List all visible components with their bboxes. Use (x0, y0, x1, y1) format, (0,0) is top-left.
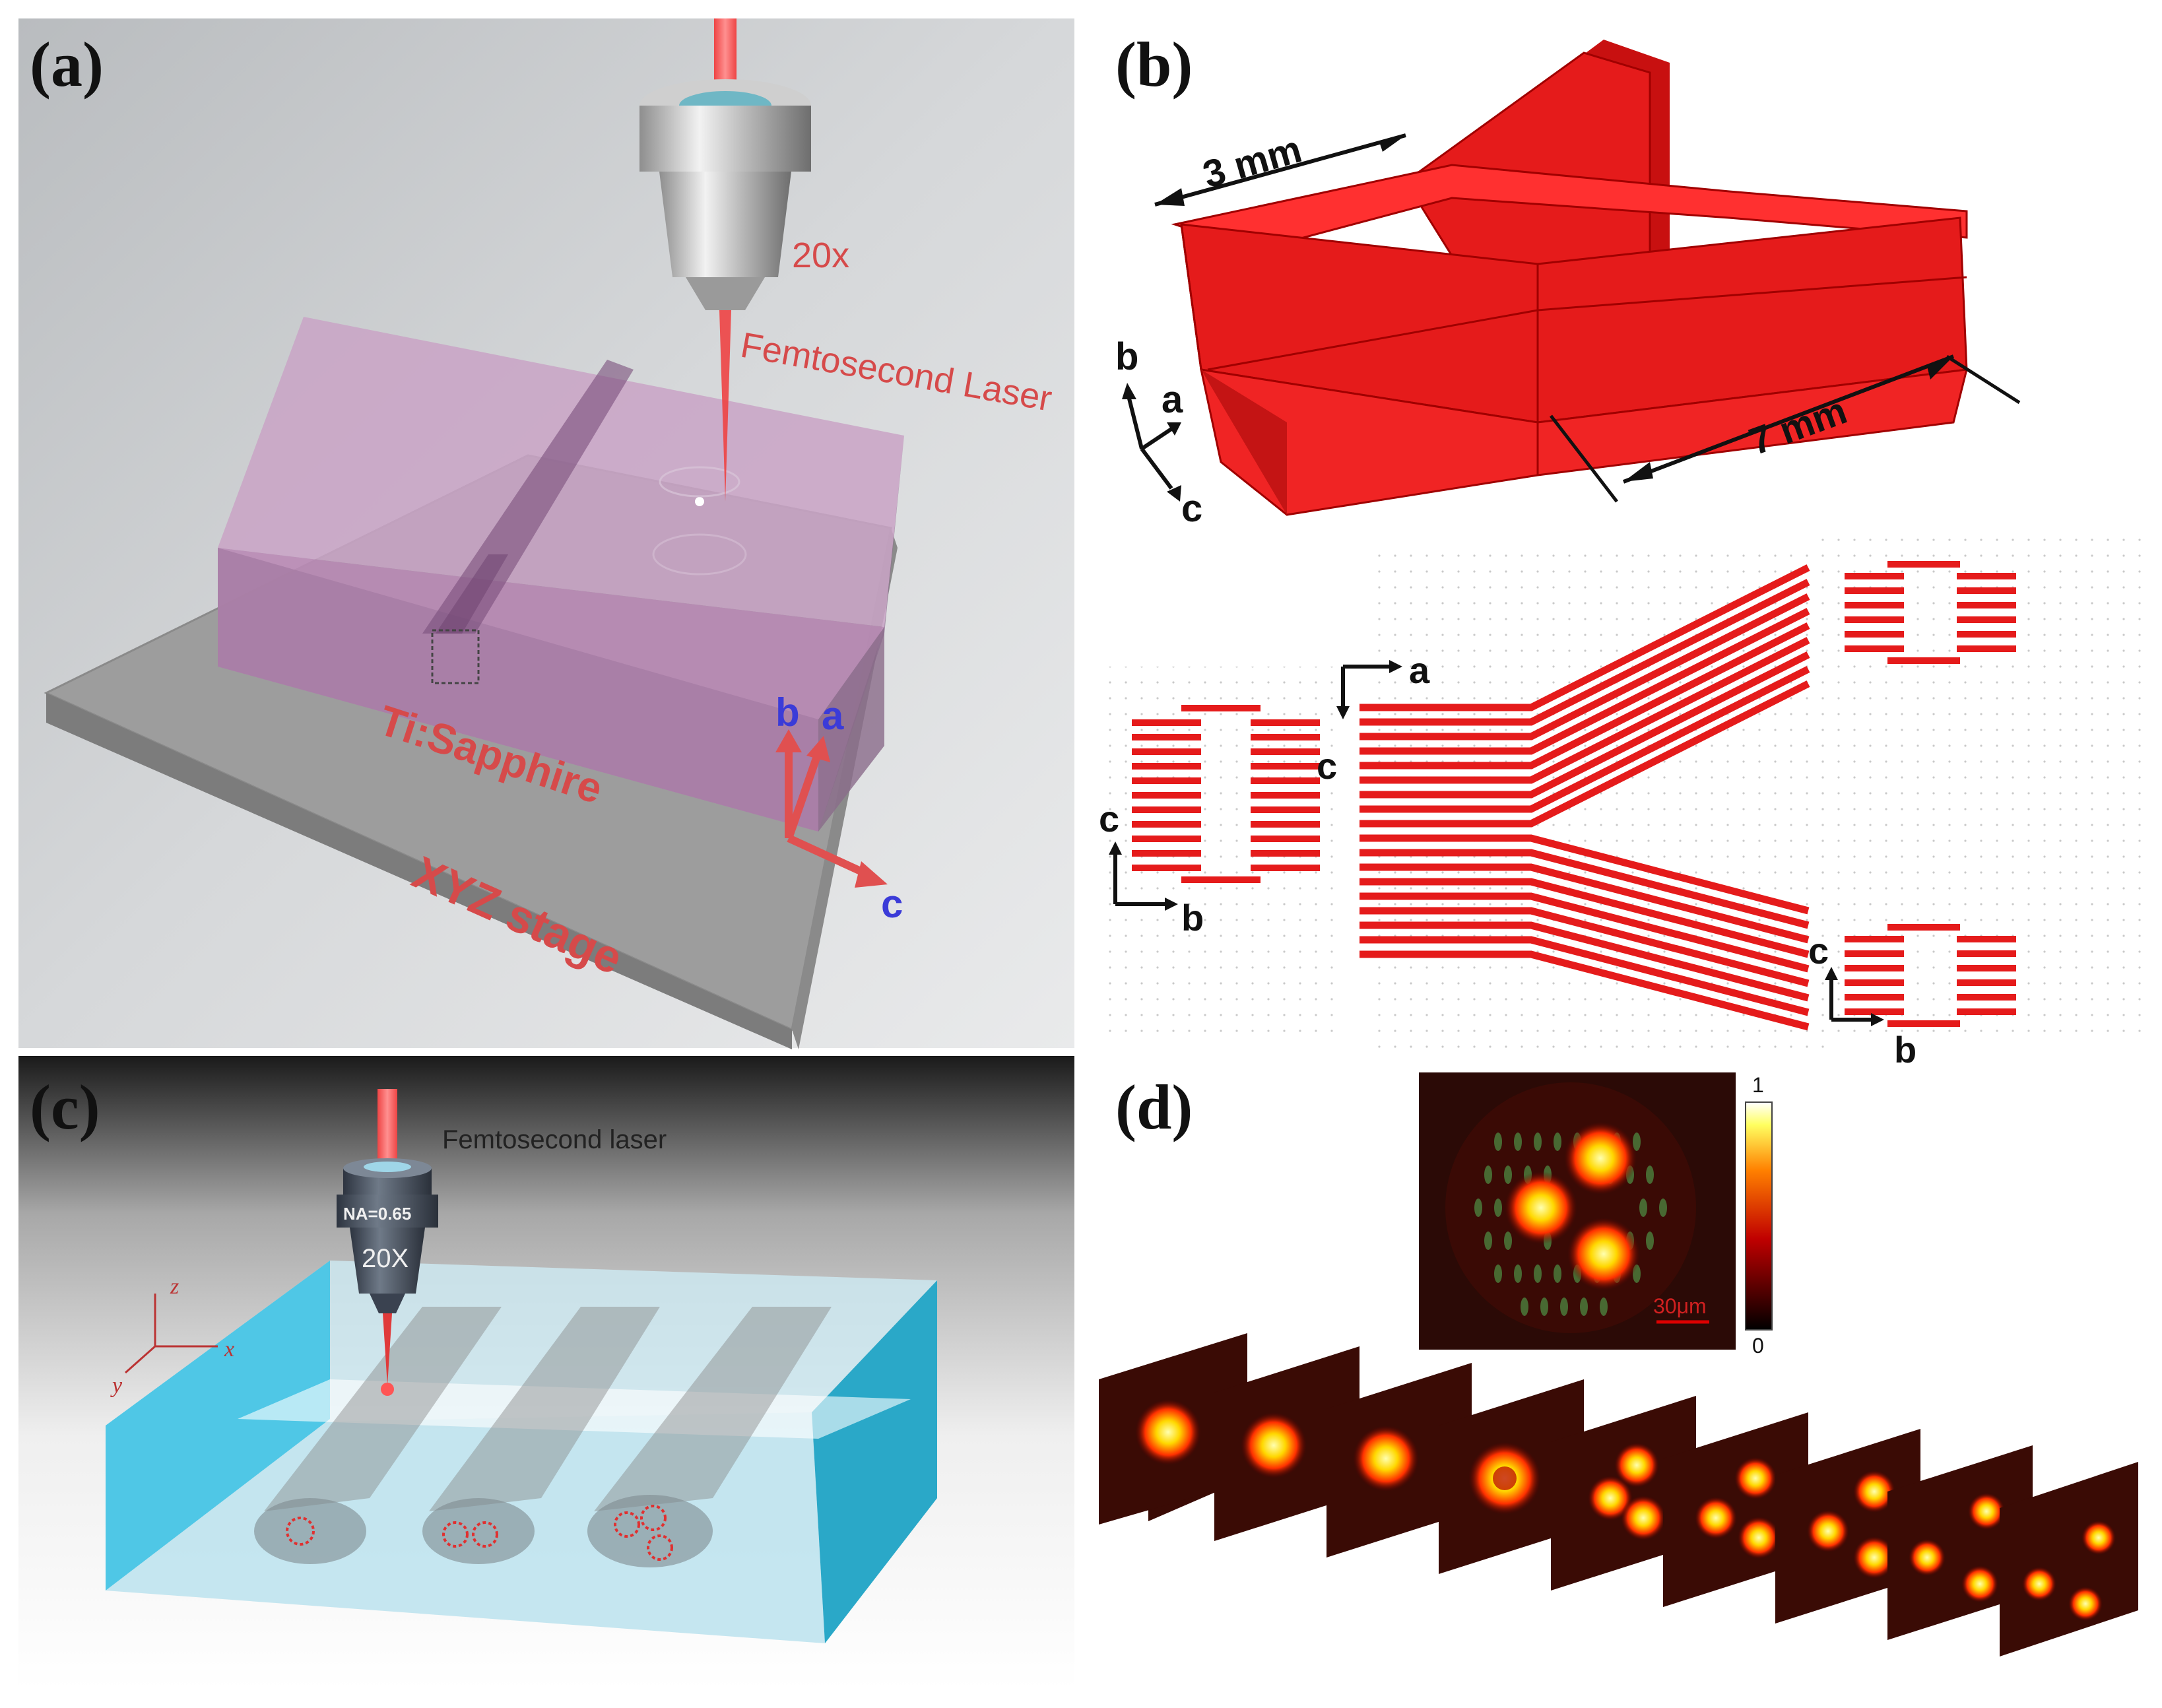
objective-lens-a (639, 79, 811, 310)
axis-b-right: b (1894, 1029, 1916, 1070)
axis-b-label-a: b (775, 690, 800, 735)
focal-spot-c (381, 1383, 394, 1396)
laser-beam-c (377, 1089, 397, 1162)
colorbar-min: 0 (1752, 1334, 1764, 1358)
axis-b-3d: b (1115, 335, 1138, 378)
projection-center: a c (1317, 548, 1828, 1049)
axis-c-left: c (1099, 798, 1119, 839)
ti-sapphire-crystal (218, 317, 904, 832)
projection-left: c b (1096, 667, 1333, 1036)
objective-mag-label: 20x (792, 236, 849, 275)
panel-a: 20x Femtosecond Laser Ti:Sapphire XYZ st… (18, 18, 1074, 1049)
mode-inset: 30μm (1419, 1072, 1736, 1350)
waveguide-array-3d (1171, 40, 1968, 516)
axis-c-right: c (1808, 930, 1829, 971)
colorbar: 1 0 (1745, 1073, 1773, 1358)
glass-block (106, 1261, 937, 1643)
axis-c-3d: c (1181, 487, 1202, 530)
objective-lens-c (337, 1158, 438, 1313)
panel-label-c: (c) (30, 1072, 100, 1142)
laser-label-c: Femtosecond laser (442, 1125, 667, 1154)
mode-evolution-sequence (1099, 1333, 2138, 1657)
axis-z-label: z (170, 1274, 179, 1299)
axis-x-label: x (224, 1337, 234, 1362)
axis-y-label: y (110, 1373, 123, 1398)
panel-label-b: (b) (1115, 29, 1193, 100)
mode-frame (1663, 1412, 1808, 1607)
scale-bar-label: 30μm (1653, 1294, 1707, 1318)
axis-a-3d: a (1162, 378, 1183, 421)
axes-c: z x y (110, 1274, 234, 1398)
axis-c-label-a: c (881, 882, 903, 926)
axes-a: b a c (775, 690, 903, 926)
dim-3mm-label: 3 mm (1198, 127, 1307, 196)
colorbar-max: 1 (1752, 1073, 1764, 1097)
panel-label-d: (d) (1115, 1072, 1193, 1142)
projection-right: c b (1808, 528, 2151, 1070)
mode-frame (2000, 1462, 2138, 1657)
focal-spot (695, 497, 704, 506)
axes-b-3d: b a c (1115, 335, 1202, 530)
objective-mag-label-c: 20X (362, 1244, 409, 1273)
axis-b-left: b (1181, 897, 1204, 938)
panel-label-a: (a) (30, 29, 104, 100)
panel-b: (b) 3 mm (1096, 29, 2151, 1070)
panel-d: (d) 30μm 1 0 (1099, 1072, 2138, 1657)
focused-beam-c (383, 1313, 392, 1386)
axis-a-center: a (1409, 649, 1430, 691)
axis-a-label-a: a (822, 694, 844, 738)
na-label: NA=0.65 (343, 1204, 411, 1224)
axis-c-center: c (1317, 745, 1337, 787)
panel-c: (c) (18, 1056, 1074, 1690)
